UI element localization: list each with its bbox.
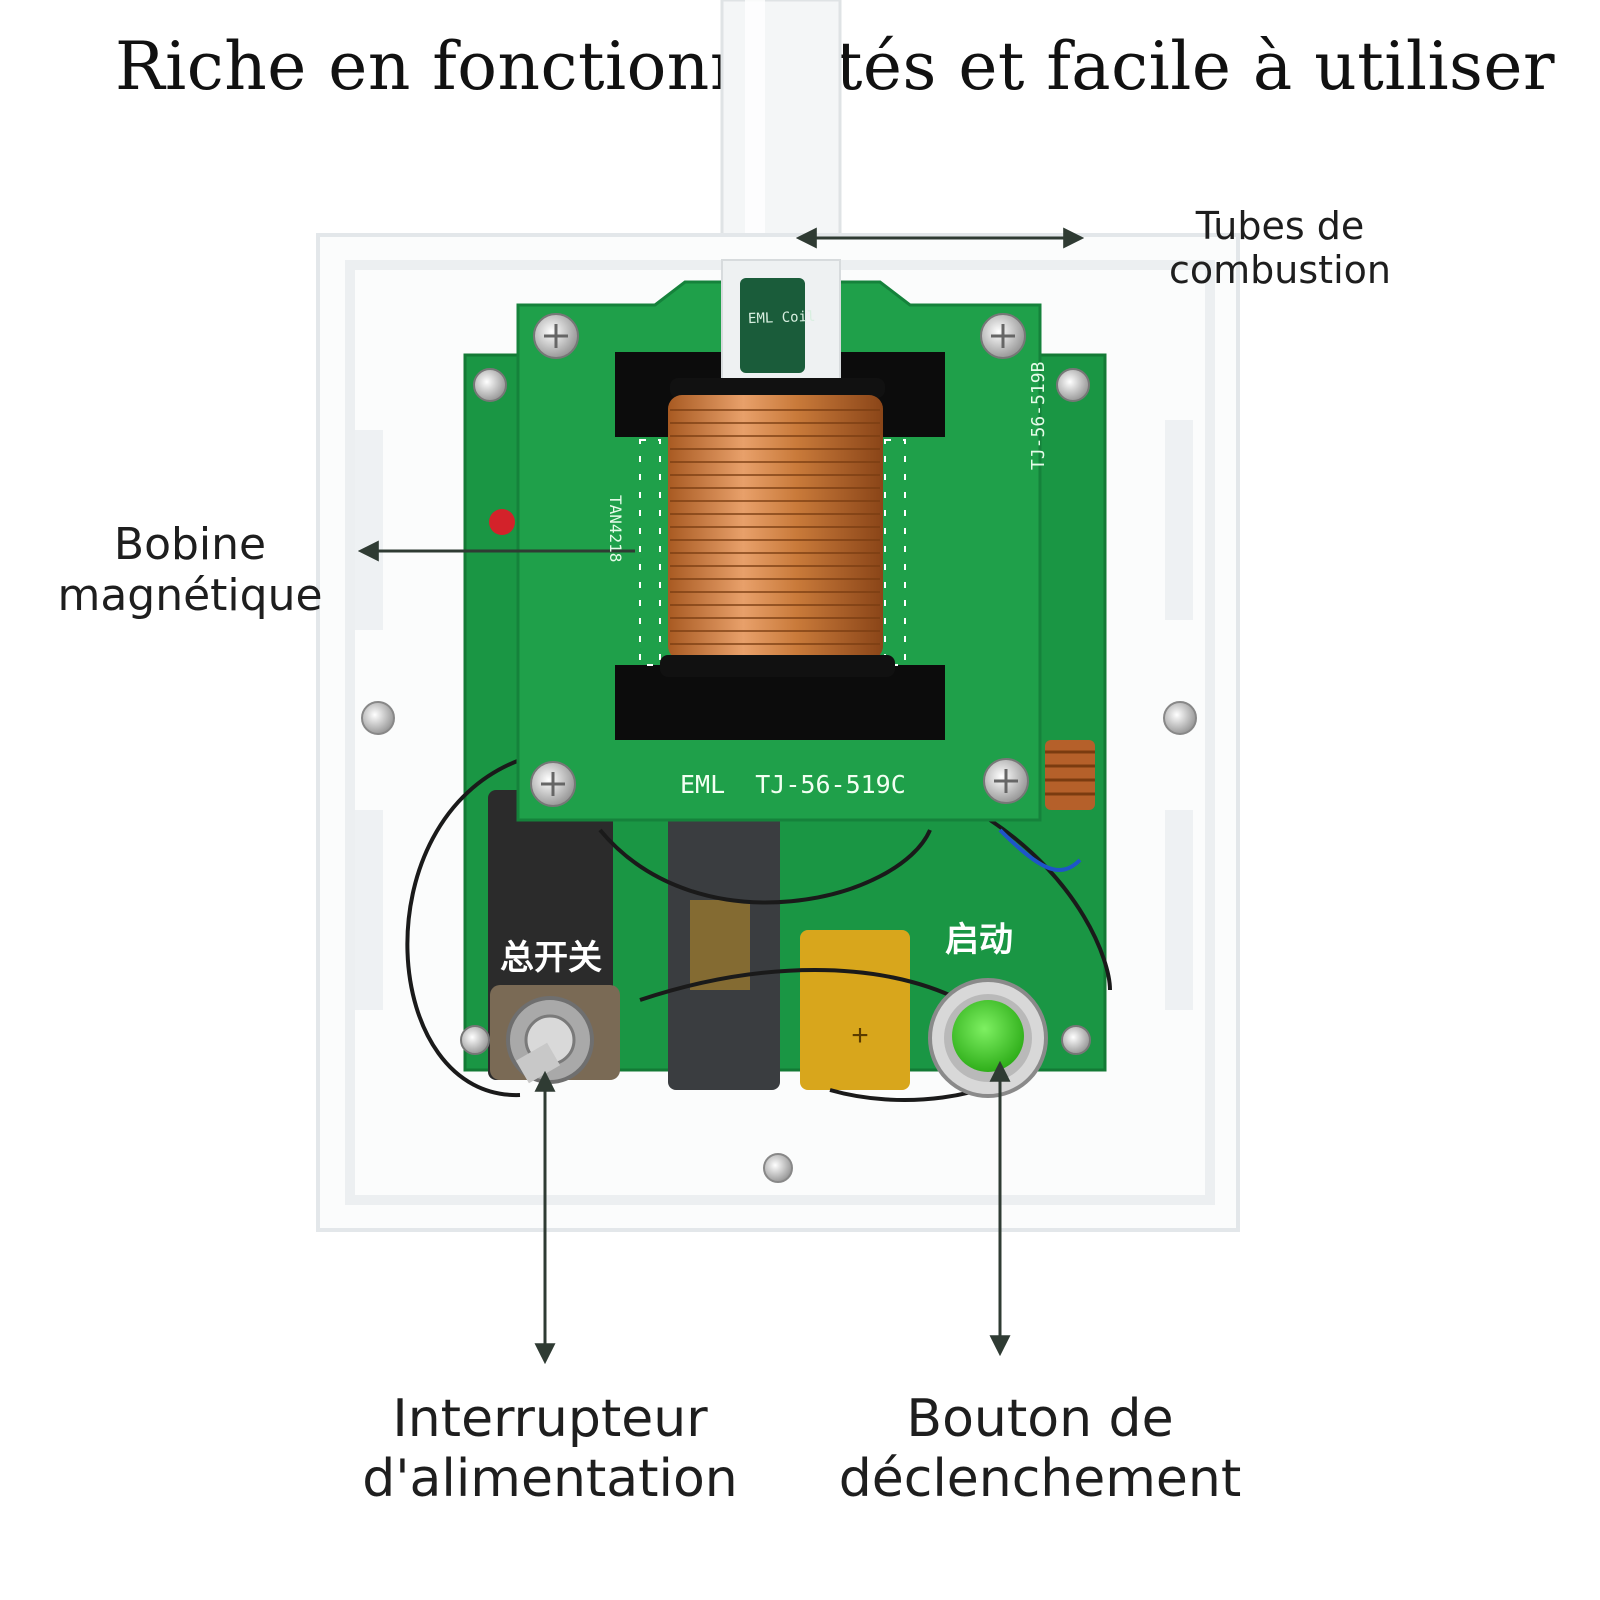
back-pcb-screw: [1061, 1025, 1091, 1055]
pcb-screw-bl: [530, 761, 576, 807]
back-pcb-screw: [473, 368, 507, 402]
wire: [988, 818, 1112, 991]
case-screw-right: [1163, 701, 1197, 735]
bobine-label-line2: magnétique: [57, 569, 323, 621]
tan-text: TAN4218: [606, 495, 625, 563]
tubes-label-line1: Tubes de: [1195, 204, 1365, 248]
back-pcb-screw: [1056, 368, 1090, 402]
ferrite-bottom: [615, 665, 945, 740]
small-inductor: [1045, 740, 1095, 810]
tubes-label-line2: combustion: [1169, 247, 1391, 292]
tubes-label: Tubes de combustion: [1150, 204, 1410, 292]
bobine-label: Bobine magnétique: [30, 519, 350, 621]
bobine-label-line1: Bobine: [113, 519, 267, 570]
pcb-screw-tl: [533, 313, 579, 359]
bouton-label: Bouton de déclenchement: [810, 1389, 1270, 1510]
red-led: [489, 509, 515, 535]
interrupteur-label-line1: Interrupteur: [392, 1389, 708, 1449]
back-pcb-screw: [460, 1025, 490, 1055]
copper-coil: [660, 378, 895, 677]
coil-capacitor: [740, 278, 805, 373]
pcb-model-text: EML TJ-56-519C: [680, 770, 906, 799]
interrupteur-label-line2: d'alimentation: [362, 1448, 738, 1509]
pcb-screw-br: [983, 758, 1029, 804]
interrupteur-label: Interrupteur d'alimentation: [330, 1389, 770, 1510]
power-switch: [490, 985, 620, 1084]
case-screw-bottom: [763, 1153, 793, 1183]
trigger-button: [928, 978, 1048, 1098]
side-pcb-text: TJ-56-519B: [1028, 361, 1049, 470]
pcb-screw-tr: [980, 313, 1026, 359]
coil-text: EML Coil: [747, 308, 816, 328]
wire: [598, 828, 932, 905]
bouton-label-line1: Bouton de: [906, 1389, 1174, 1449]
wire: [405, 758, 521, 1098]
switch-chinese-label: 总开关: [500, 938, 602, 978]
battery-right: [800, 930, 910, 1090]
case-screw-left: [361, 701, 395, 735]
svg-text:+: +: [851, 1019, 869, 1052]
wire: [639, 968, 961, 1002]
start-chinese-label: 启动: [945, 920, 1013, 960]
wire: [998, 828, 1082, 872]
bouton-label-line2: déclenchement: [838, 1448, 1242, 1509]
